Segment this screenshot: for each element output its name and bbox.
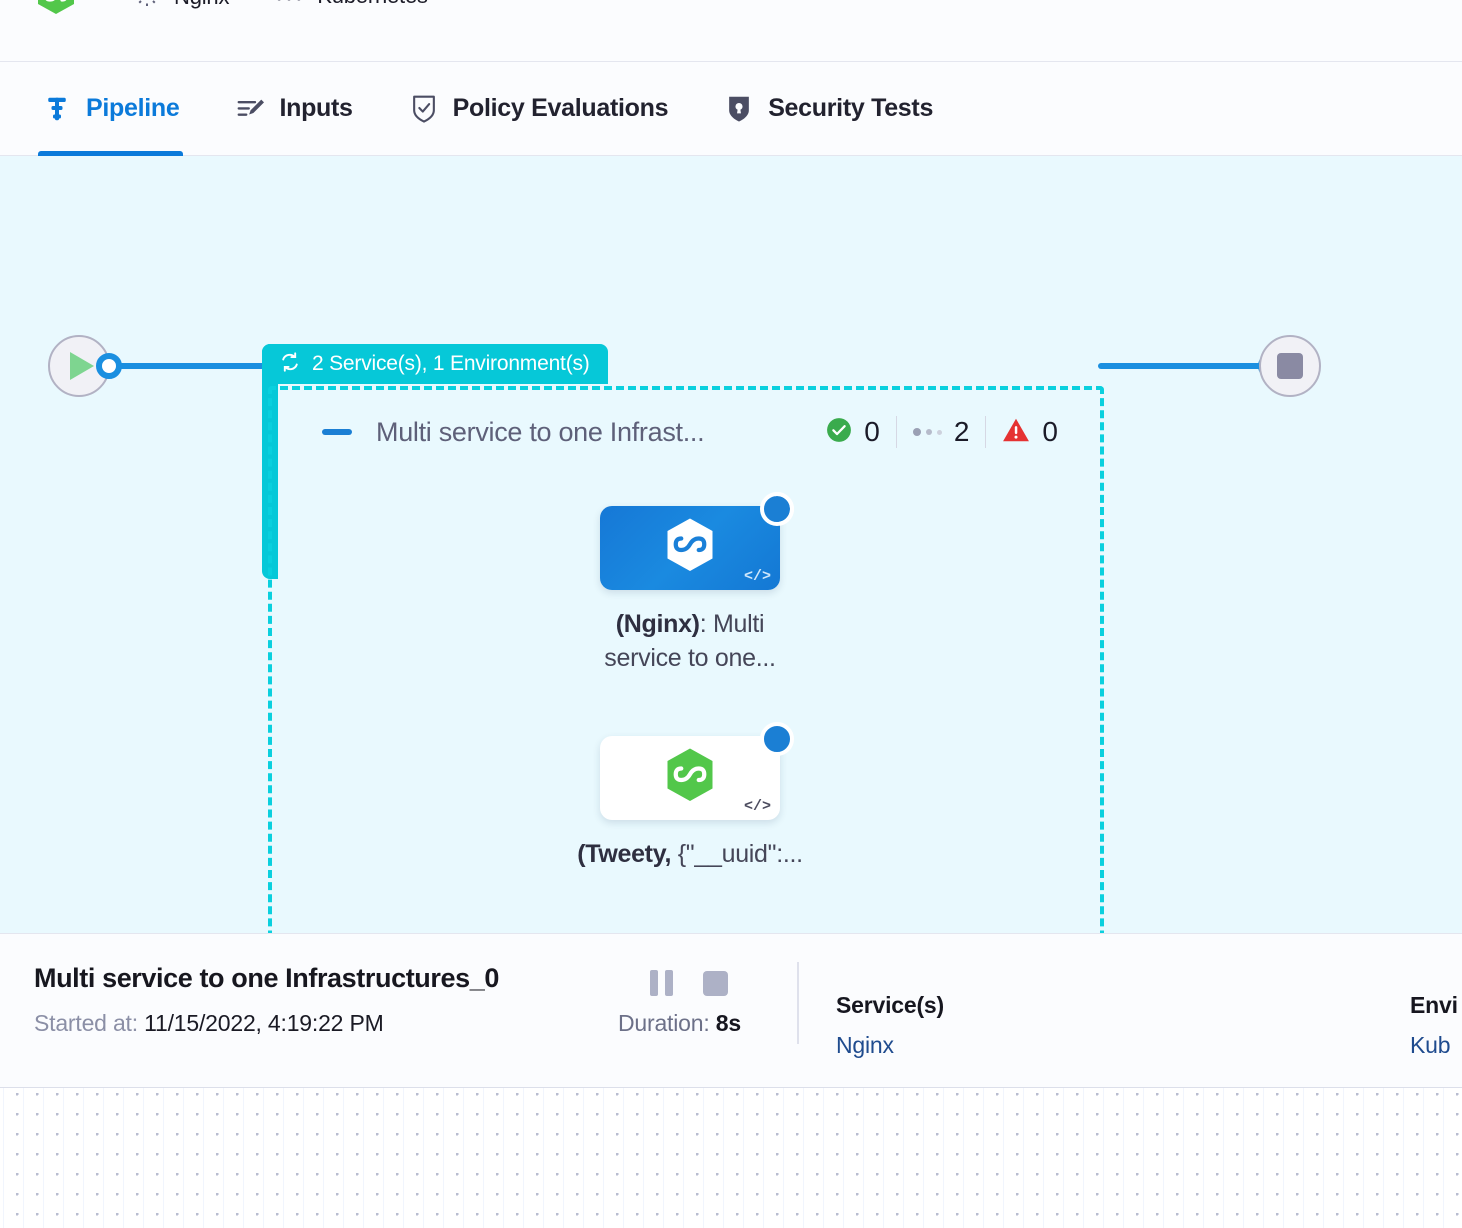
harness-hexagon-logo	[36, 0, 76, 22]
execution-title: Multi service to one Infrastructures_0	[34, 963, 499, 993]
tab-inputs[interactable]: Inputs	[231, 62, 356, 156]
status-dot-icon	[760, 722, 794, 756]
status-divider	[895, 416, 897, 448]
detail-column-environments: Envi Kub	[1410, 992, 1458, 1059]
check-circle-icon	[826, 417, 852, 448]
breadcrumb-item-project[interactable]	[36, 0, 88, 22]
tab-inputs-label: Inputs	[279, 94, 353, 122]
tab-policy-evaluations-label: Policy Evaluations	[452, 94, 669, 122]
tab-pipeline-label: Pipeline	[86, 94, 180, 122]
tab-policy-evaluations[interactable]: Policy Evaluations	[405, 62, 673, 156]
pipeline-node-tweety-card[interactable]: </>	[600, 722, 794, 820]
status-running: 2	[897, 416, 986, 448]
harness-hexagon-logo-green	[662, 746, 718, 811]
gear-icon	[132, 0, 162, 15]
code-brackets-icon[interactable]: </>	[743, 568, 771, 585]
stage-group-header: Multi service to one Infrast... 0 2	[322, 416, 1102, 448]
harness-hexagon-logo-white	[662, 516, 718, 581]
stop-icon[interactable]	[703, 970, 728, 996]
stage-status-cluster: 0 2 0	[810, 416, 1102, 448]
edge-group-to-end	[1098, 363, 1268, 369]
execution-detail-bar	[0, 933, 1462, 1088]
detail-divider	[797, 962, 799, 1044]
detail-column-services: Service(s) Nginx	[836, 992, 944, 1059]
pipeline-node-nginx-label-rest: : Multi service to one...	[604, 610, 776, 672]
breadcrumb-item-nginx[interactable]: Nginx	[132, 0, 229, 15]
stage-group-dashed-box	[268, 386, 1104, 933]
end-node[interactable]	[1259, 335, 1321, 397]
breadcrumb-item-kubernetes[interactable]: Kubernetes	[273, 0, 428, 13]
kubernetes-icon	[273, 0, 305, 13]
status-warning-count: 0	[1042, 416, 1058, 447]
breadcrumb-item-kubernetes-label: Kubernetes	[317, 0, 428, 9]
tab-security-tests[interactable]: Security Tests	[720, 62, 937, 156]
stage-group-badge[interactable]: 2 Service(s), 1 Environment(s)	[262, 344, 608, 384]
pause-icon[interactable]	[650, 970, 673, 996]
inputs-icon	[235, 94, 265, 124]
background-grid	[0, 1088, 1462, 1228]
tab-bar: Pipeline Inputs Policy Evaluations	[0, 62, 1462, 156]
tab-security-tests-label: Security Tests	[768, 94, 934, 122]
execution-started-at: Started at: 11/15/2022, 4:19:22 PM	[34, 1010, 384, 1037]
execution-controls	[650, 970, 728, 996]
pipeline-canvas[interactable]: 2 Service(s), 1 Environment(s) Multi ser…	[0, 156, 1462, 933]
pipeline-node-tweety-label-bold: (Tweety,	[577, 840, 672, 868]
detail-column-services-value[interactable]: Nginx	[836, 1032, 894, 1058]
edge-start-to-group	[118, 363, 268, 369]
pipeline-node-tweety[interactable]: </> (Tweety, {"__uuid":...	[577, 722, 805, 872]
status-divider	[985, 416, 987, 448]
detail-column-environments-header: Envi	[1410, 992, 1458, 1018]
detail-column-environments-value[interactable]: Kub	[1410, 1032, 1451, 1058]
warning-triangle-icon	[1002, 417, 1030, 448]
execution-started-at-label: Started at:	[34, 1010, 138, 1036]
running-dots-icon	[912, 428, 942, 436]
pipeline-node-nginx-card[interactable]: </>	[600, 492, 794, 590]
security-shield-icon	[724, 93, 754, 125]
status-success: 0	[810, 416, 896, 448]
status-success-count: 0	[864, 416, 880, 447]
pipeline-icon	[42, 94, 72, 124]
pipeline-node-nginx-label-bold: (Nginx)	[615, 610, 700, 638]
tab-pipeline[interactable]: Pipeline	[38, 62, 184, 156]
pipeline-node-tweety-label-rest: {"__uuid":...	[671, 840, 803, 868]
execution-duration-value: 8s	[715, 1010, 741, 1036]
status-warning: 0	[986, 416, 1074, 448]
status-running-count: 2	[953, 416, 970, 447]
pipeline-node-tweety-label: (Tweety, {"__uuid":...	[575, 838, 805, 872]
pipeline-node-nginx-label: (Nginx): Multi service to one...	[575, 608, 805, 676]
code-brackets-icon[interactable]: </>	[743, 798, 771, 815]
detail-column-services-header: Service(s)	[836, 992, 944, 1018]
play-icon	[70, 352, 94, 380]
collapse-dash-icon[interactable]	[322, 429, 352, 435]
pipeline-node-nginx[interactable]: </> (Nginx): Multi service to one...	[600, 492, 805, 676]
stop-icon	[1277, 353, 1303, 379]
execution-started-at-value: 11/15/2022, 4:19:22 PM	[144, 1010, 384, 1036]
breadcrumb-bar: Nginx Kubernetes	[0, 0, 1462, 62]
loop-repeat-icon	[278, 350, 302, 379]
start-node-port[interactable]	[96, 353, 122, 379]
execution-duration: Duration: 8s	[618, 1010, 741, 1037]
breadcrumb-item-nginx-label: Nginx	[174, 0, 229, 10]
stage-group-badge-label: 2 Service(s), 1 Environment(s)	[312, 352, 590, 375]
policy-shield-icon	[409, 93, 439, 125]
stage-group-title: Multi service to one Infrast...	[376, 416, 705, 447]
execution-duration-label: Duration:	[618, 1010, 710, 1036]
spinner-running-icon	[760, 492, 794, 526]
